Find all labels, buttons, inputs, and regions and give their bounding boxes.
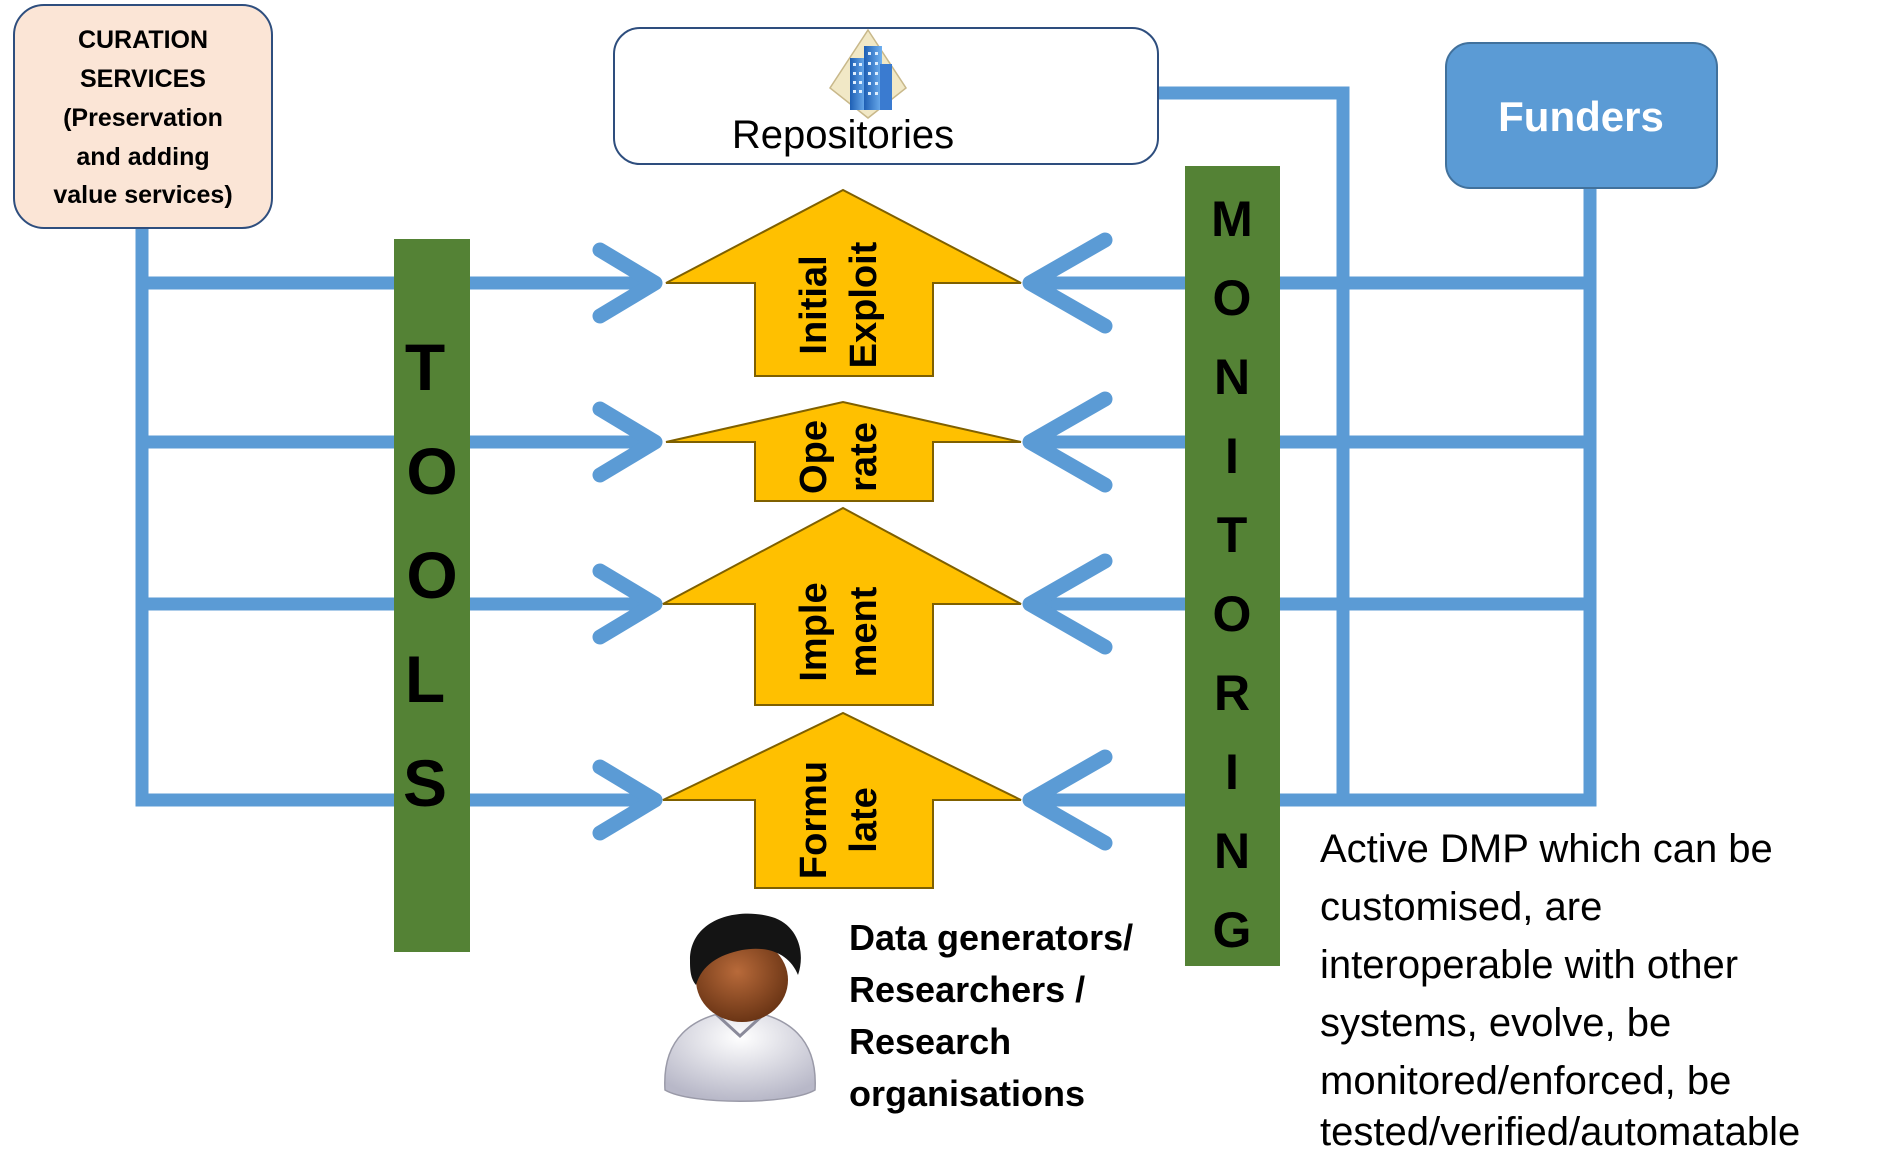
stage-label-late: late: [843, 787, 885, 852]
active-dmp-line: customised, are: [1320, 885, 1602, 929]
monitoring-letter: O: [1213, 586, 1252, 642]
active-dmp-line: interoperable with other: [1320, 943, 1738, 987]
chevron-right-icon: [592, 563, 663, 645]
stage-label-ope: Ope: [793, 420, 835, 494]
chevron-left-icon: [1022, 391, 1113, 493]
curation-line: SERVICES: [80, 65, 206, 93]
chevron-left-icon: [1022, 749, 1113, 851]
monitoring-letter: M: [1211, 191, 1253, 247]
monitoring-letter: O: [1213, 270, 1252, 326]
stage-label-initial: Initial: [793, 255, 835, 354]
chevron-left-icon: [1022, 553, 1113, 655]
curation-services-box: [13, 4, 273, 229]
stage-label-imple: Imple: [793, 582, 835, 681]
active-dmp-line: tested/verified/automatable: [1320, 1110, 1800, 1151]
monitoring-letter: R: [1214, 665, 1250, 721]
active-dmp-text: Active DMP which can be customised, are …: [1320, 827, 1800, 1151]
stage-label-ment: ment: [843, 586, 885, 677]
tools-letter: T: [405, 330, 445, 404]
researchers-line: Research: [849, 1021, 1011, 1062]
funders-box: [1445, 42, 1718, 189]
monitoring-letter: N: [1214, 349, 1250, 405]
tools-letter: O: [406, 434, 457, 508]
tools-letters: T O O L S: [403, 330, 458, 820]
left-chevrons: [1022, 232, 1113, 851]
tools-letter: S: [403, 746, 447, 820]
curation-line: CURATION: [78, 26, 208, 54]
stage-arrows: [662, 188, 1022, 889]
stage-arrow-operate: [665, 400, 1022, 502]
stage-label-rate: rate: [843, 422, 885, 492]
chevron-right-icon: [592, 759, 663, 841]
monitoring-letters: M O N I T O R I N G: [1211, 191, 1253, 958]
tools-bar: [394, 239, 470, 952]
researchers-line: organisations: [849, 1073, 1085, 1114]
monitoring-letter: I: [1225, 744, 1239, 800]
building-icon: [828, 28, 908, 119]
chevron-right-icon: [592, 242, 663, 324]
monitoring-letter: G: [1213, 902, 1252, 958]
curation-line: (Preservation: [63, 104, 223, 132]
right-chevrons: [592, 242, 663, 841]
active-dmp-line: systems, evolve, be: [1320, 1001, 1671, 1045]
monitoring-letter: T: [1217, 507, 1248, 563]
researchers-line: Data generators/: [849, 917, 1133, 958]
curation-line: and adding: [76, 143, 209, 171]
stage-arrow-initial-exploit: [665, 188, 1022, 377]
person-icon: [664, 913, 816, 1102]
monitoring-letter: I: [1225, 428, 1239, 484]
researchers-line: Researchers /: [849, 969, 1085, 1010]
repositories-connector-line: [1145, 86, 1350, 807]
curation-line: value services): [53, 181, 232, 209]
active-dmp-line: monitored/enforced, be: [1320, 1059, 1731, 1103]
monitoring-bar: [1185, 166, 1280, 966]
repositories-label: Repositories: [732, 113, 954, 157]
connector-lines: [135, 86, 1597, 807]
funders-label: Funders: [1498, 93, 1664, 140]
tools-letter: O: [406, 538, 457, 612]
stage-label-exploit: Exploit: [843, 241, 885, 368]
chevron-right-icon: [592, 401, 663, 483]
researchers-label: Data generators/ Researchers / Research …: [849, 917, 1133, 1114]
tools-letter: L: [405, 642, 445, 716]
stage-arrow-implement: [662, 506, 1022, 706]
stage-arrow-formulate: [662, 711, 1022, 889]
chevron-left-icon: [1022, 232, 1113, 334]
active-dmp-line: Active DMP which can be: [1320, 827, 1773, 871]
stage-label-formu: Formu: [793, 761, 835, 879]
monitoring-letter: N: [1214, 823, 1250, 879]
